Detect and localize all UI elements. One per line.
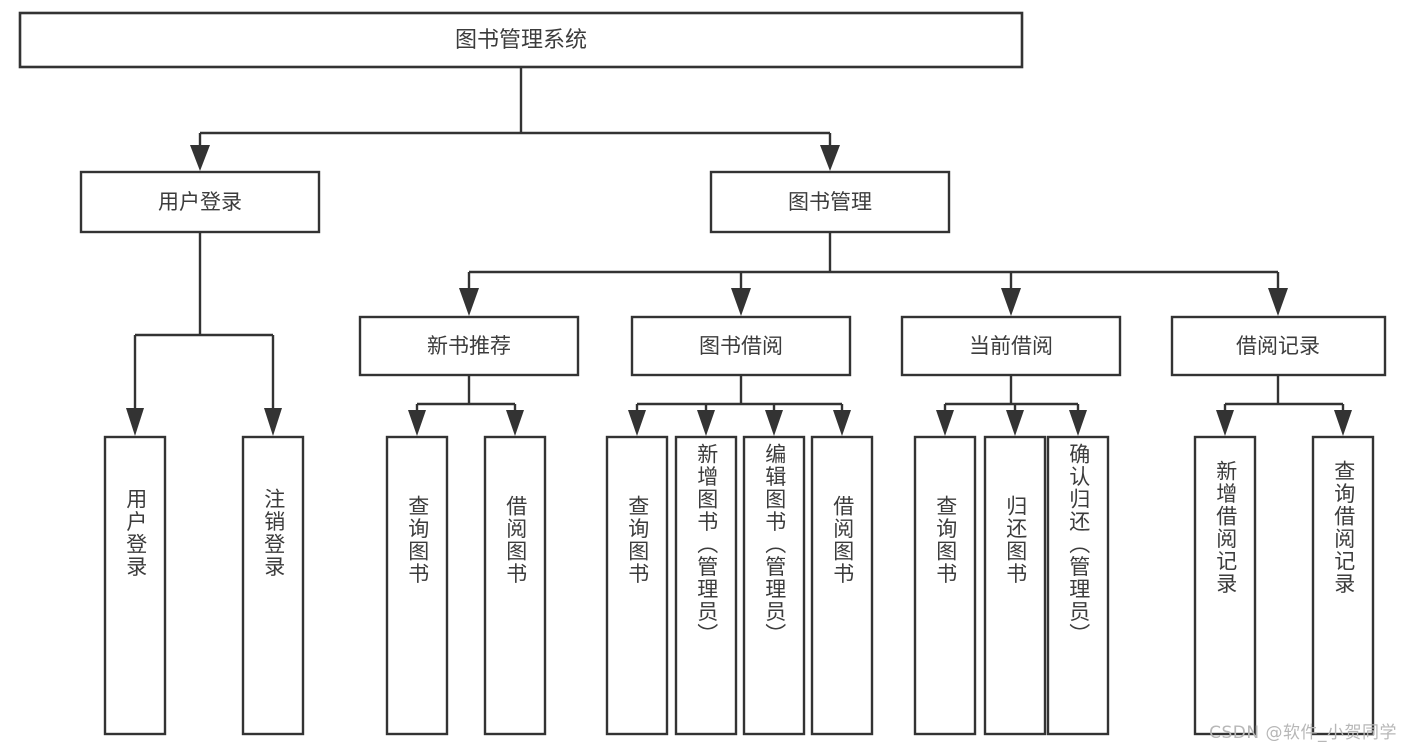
arrow-head-leaf-borrow-book-2 — [833, 410, 851, 436]
node-leaf-edit-book-box[interactable] — [742, 435, 806, 736]
connector-group-new-book-recommend — [408, 375, 524, 436]
node-leaf-query-book-1-box[interactable] — [385, 435, 449, 736]
node-book-borrow-box[interactable] — [630, 315, 852, 377]
node-book-manage-box[interactable] — [709, 170, 951, 234]
node-new-book-recommend-label: 新书推荐 — [427, 334, 511, 358]
node-leaf-query-book-2-box[interactable] — [605, 435, 669, 736]
connector-group-current-borrow — [936, 375, 1087, 436]
node-book-borrow-label: 图书借阅 — [699, 334, 783, 358]
node-borrow-record-box[interactable] — [1170, 315, 1387, 377]
connector-group-book-borrow — [628, 375, 851, 436]
leaf-boxes — [103, 435, 1375, 736]
arrow-head-current-borrow — [1001, 288, 1021, 316]
arrow-head-leaf-add-book — [697, 410, 715, 436]
arrow-head-leaf-confirm-return — [1069, 410, 1087, 436]
node-leaf-add-record-box[interactable] — [1193, 435, 1257, 736]
node-leaf-add-book-box[interactable] — [674, 435, 738, 736]
node-user-login[interactable]: 用户登录 — [79, 170, 321, 234]
node-leaf-query-record-box[interactable] — [1311, 435, 1375, 736]
node-book-manage[interactable]: 图书管理 — [709, 170, 951, 234]
node-leaf-borrow-book-2-box[interactable] — [810, 435, 874, 736]
node-new-book-recommend[interactable]: 新书推荐 — [358, 315, 580, 377]
arrow-head-leaf-user-login — [126, 408, 144, 436]
node-book-manage-label: 图书管理 — [788, 190, 872, 214]
node-root-label: 图书管理系统 — [455, 28, 587, 53]
node-borrow-record[interactable]: 借阅记录 — [1170, 315, 1387, 377]
node-root[interactable]: 图书管理系统 — [18, 11, 1024, 69]
connector-group-root — [190, 67, 840, 171]
node-user-login-box[interactable] — [79, 170, 321, 234]
node-leaf-user-login-box[interactable] — [103, 435, 167, 736]
arrow-head-user-login — [190, 145, 210, 171]
node-current-borrow[interactable]: 当前借阅 — [900, 315, 1122, 377]
node-leaf-borrow-book-1-box[interactable] — [483, 435, 547, 736]
node-leaf-logout-box[interactable] — [241, 435, 305, 736]
node-user-login-label: 用户登录 — [158, 190, 242, 214]
arrow-head-leaf-query-book-3 — [936, 410, 954, 436]
node-root-box[interactable] — [18, 11, 1024, 69]
node-book-borrow[interactable]: 图书借阅 — [630, 315, 852, 377]
arrow-head-book-manage — [820, 145, 840, 171]
arrow-head-book-borrow — [731, 288, 751, 316]
node-current-borrow-box[interactable] — [900, 315, 1122, 377]
arrow-head-leaf-add-record — [1216, 410, 1234, 436]
node-leaf-confirm-return-box[interactable] — [1046, 435, 1110, 736]
node-current-borrow-label: 当前借阅 — [969, 334, 1053, 358]
node-new-book-recommend-box[interactable] — [358, 315, 580, 377]
node-leaf-query-book-3-box[interactable] — [913, 435, 977, 736]
arrow-head-leaf-return-book — [1006, 410, 1024, 436]
arrow-head-leaf-query-book-2 — [628, 410, 646, 436]
node-borrow-record-label: 借阅记录 — [1236, 334, 1320, 358]
arrow-head-new-book-recommend — [459, 288, 479, 316]
arrow-head-leaf-edit-book — [765, 410, 783, 436]
arrow-head-leaf-logout — [264, 408, 282, 436]
arrow-head-leaf-query-record — [1334, 410, 1352, 436]
connector-group-borrow-record — [1216, 375, 1352, 436]
watermark-csdn: CSDN @软件_小贺同学 — [1209, 723, 1397, 743]
arrow-head-borrow-record — [1268, 288, 1288, 316]
connector-group-user-login — [126, 232, 282, 436]
arrow-head-leaf-borrow-book-1 — [506, 410, 524, 436]
node-leaf-return-book-box[interactable] — [983, 435, 1047, 736]
arrow-head-leaf-query-book-1 — [408, 410, 426, 436]
connector-group-book-manage — [459, 232, 1288, 316]
